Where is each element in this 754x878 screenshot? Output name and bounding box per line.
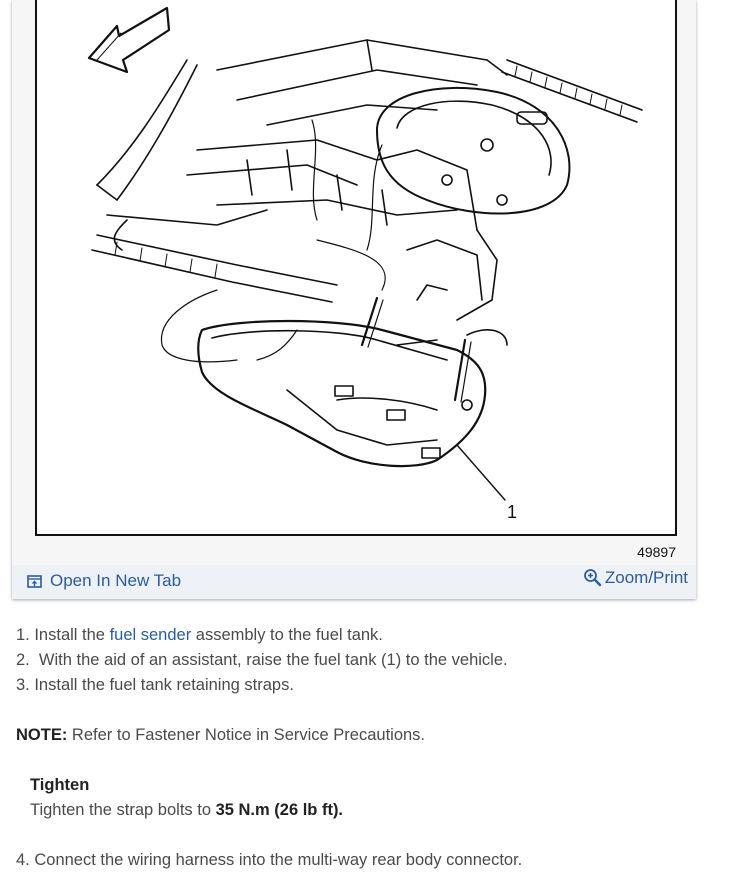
callout-label: 1: [507, 502, 517, 522]
fuel-sender-link[interactable]: fuel sender: [109, 626, 192, 644]
step-4: 4. Connect the wiring harness into the m…: [16, 848, 522, 873]
step-text: Connect the wiring harness into the mult…: [29, 851, 523, 869]
open-in-new-tab-link[interactable]: Open In New Tab: [27, 571, 181, 591]
procedure-steps: 1. Install the fuel sender assembly to t…: [16, 623, 508, 698]
fuel-tank-diagram: 1: [35, 0, 677, 536]
note-label: NOTE:: [16, 726, 68, 744]
step-text: assembly to the fuel tank.: [191, 626, 383, 644]
note-text: Refer to Fastener Notice in Service Prec…: [67, 726, 426, 744]
torque-value: 35 N.m (26 lb ft).: [215, 801, 344, 819]
zoom-print-label: Zoom/Print: [604, 568, 688, 587]
step-number: 1.: [16, 626, 30, 644]
figure-card: 1 49897 Open In New Tab Zoom/Print: [12, 0, 696, 599]
figure-footer: Open In New Tab Zoom/Print: [12, 565, 696, 599]
step-2: 2. With the aid of an assistant, raise t…: [16, 648, 508, 673]
zoom-print-link[interactable]: Zoom/Print: [583, 568, 688, 588]
tighten-line: Tighten the strap bolts to 35 N.m (26 lb…: [30, 798, 343, 823]
step-text: With the aid of an assistant, raise the …: [29, 651, 508, 669]
tighten-spec: Tighten Tighten the strap bolts to 35 N.…: [30, 773, 343, 823]
step-text: Install the fuel tank retaining straps.: [29, 676, 294, 694]
step-number: 2.: [16, 651, 30, 669]
diagram-drawing: 1: [87, 6, 643, 522]
forward-arrow-icon: [87, 6, 171, 74]
tighten-heading: Tighten: [30, 776, 90, 794]
step-number: 4.: [16, 851, 30, 869]
figure-number: 49897: [637, 544, 676, 560]
step-number: 3.: [16, 676, 30, 694]
step-1: 1. Install the fuel sender assembly to t…: [16, 623, 508, 648]
open-in-new-tab-icon: [27, 574, 42, 588]
open-in-new-tab-label: Open In New Tab: [50, 571, 182, 590]
step-text: Install the: [29, 626, 110, 644]
zoom-in-icon: [583, 569, 602, 587]
fastener-note: NOTE: Refer to Fastener Notice in Servic…: [16, 723, 425, 748]
tighten-text: Tighten the strap bolts to: [30, 801, 216, 819]
step-3: 3. Install the fuel tank retaining strap…: [16, 673, 508, 698]
